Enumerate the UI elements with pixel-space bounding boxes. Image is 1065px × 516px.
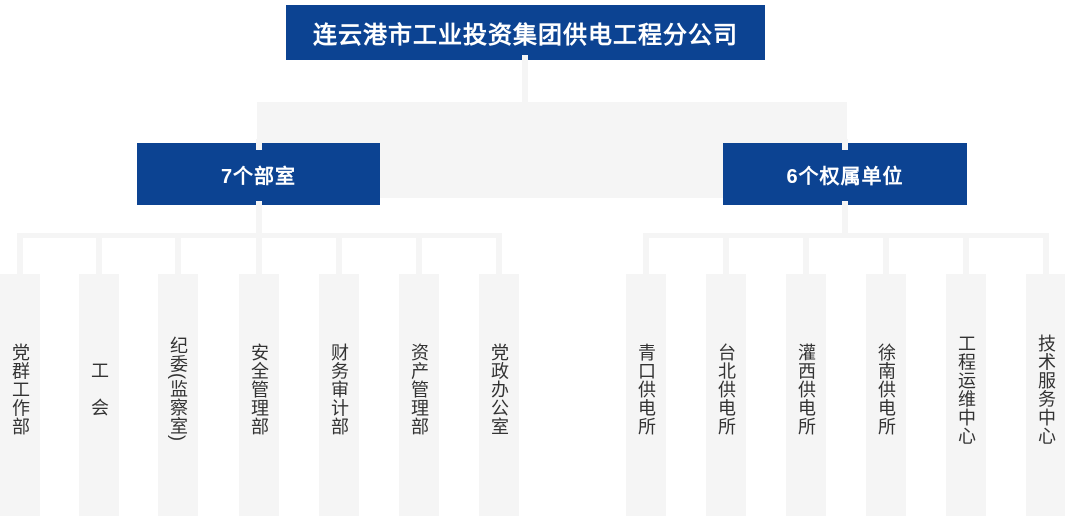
unit-node-box: 技术服务中心 bbox=[1026, 274, 1065, 516]
unit-node-box: 灌西供电所 bbox=[786, 274, 826, 516]
dept-node-label: 工 会 bbox=[89, 361, 109, 417]
connector-tick-left bbox=[256, 139, 262, 150]
connector-drop bbox=[17, 233, 23, 274]
connector-root-stem bbox=[522, 55, 528, 102]
dept-node-box: 纪委(监察室) bbox=[158, 274, 198, 516]
connector-right-rail bbox=[643, 233, 1049, 238]
unit-node-box: 徐南供电所 bbox=[866, 274, 906, 516]
connector-drop bbox=[643, 233, 649, 274]
connector-drop bbox=[723, 233, 729, 274]
dept-node-label: 财务审计部 bbox=[329, 342, 349, 436]
org-group-label-departments: 7个部室 bbox=[220, 165, 297, 188]
connector-tick-right bbox=[842, 139, 848, 150]
unit-node-box: 工程运维中心 bbox=[946, 274, 986, 516]
unit-node-label: 灌西供电所 bbox=[796, 342, 816, 436]
unit-node-label: 台北供电所 bbox=[716, 342, 736, 436]
unit-node-label: 青口供电所 bbox=[636, 342, 656, 436]
unit-node-label: 工程运维中心 bbox=[956, 333, 976, 445]
dept-node-box: 党群工作部 bbox=[0, 274, 40, 516]
dept-node-label: 资产管理部 bbox=[409, 342, 429, 436]
connector-drop bbox=[883, 233, 889, 274]
connector-drop bbox=[963, 233, 969, 274]
dept-node-label: 安全管理部 bbox=[249, 342, 269, 436]
connector-drop bbox=[416, 233, 422, 274]
connector-drop bbox=[1043, 233, 1049, 274]
dept-node-box: 党政办公室 bbox=[479, 274, 519, 516]
connector-right-stem bbox=[842, 201, 848, 238]
unit-node-box: 青口供电所 bbox=[626, 274, 666, 516]
org-group-box-units: 6个权属单位 bbox=[723, 143, 967, 205]
dept-node-label: 纪委(监察室) bbox=[168, 336, 188, 442]
connector-drop bbox=[496, 233, 502, 274]
dept-node-box: 安全管理部 bbox=[239, 274, 279, 516]
org-root-box: 连云港市工业投资集团供电工程分公司 bbox=[286, 5, 765, 60]
connector-drop bbox=[175, 233, 181, 274]
org-group-box-departments: 7个部室 bbox=[137, 143, 380, 205]
unit-node-box: 台北供电所 bbox=[706, 274, 746, 516]
org-group-label-units: 6个权属单位 bbox=[786, 165, 904, 188]
dept-node-box: 工 会 bbox=[79, 274, 119, 516]
connector-drop bbox=[803, 233, 809, 274]
dept-node-label: 党政办公室 bbox=[489, 342, 509, 436]
unit-node-label: 徐南供电所 bbox=[876, 342, 896, 436]
dept-node-box: 资产管理部 bbox=[399, 274, 439, 516]
connector-left-rail bbox=[17, 233, 502, 238]
connector-drop bbox=[336, 233, 342, 274]
dept-node-box: 财务审计部 bbox=[319, 274, 359, 516]
org-root-label: 连云港市工业投资集团供电工程分公司 bbox=[313, 22, 738, 49]
connector-drop bbox=[96, 233, 102, 274]
unit-node-label: 技术服务中心 bbox=[1036, 333, 1056, 445]
dept-node-label: 党群工作部 bbox=[10, 342, 30, 436]
